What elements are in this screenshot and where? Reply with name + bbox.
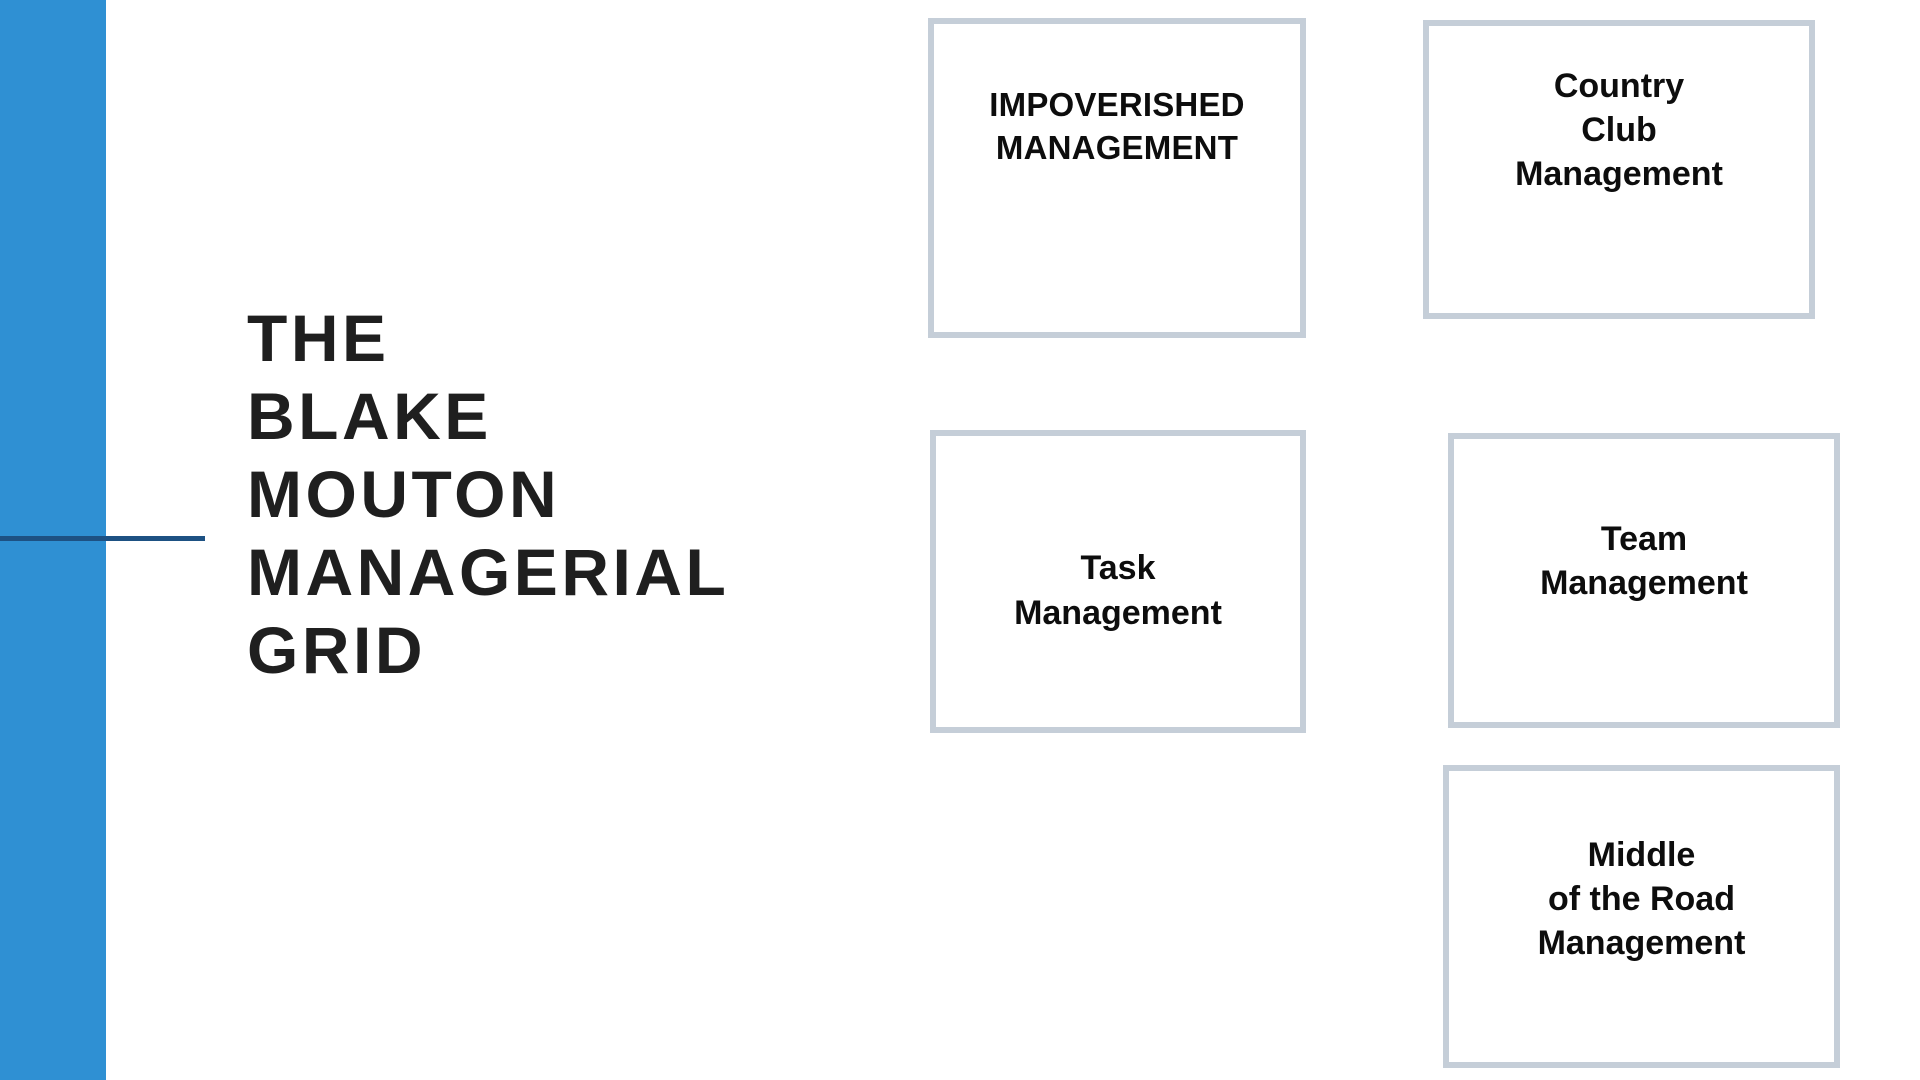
grid-box-task-management[interactable]: Task Management: [930, 430, 1306, 733]
grid-box-label: Task Management: [1014, 549, 1222, 632]
grid-box-label: Middle of the Road Management: [1537, 836, 1746, 963]
page-title: THE BLAKE MOUTON MANAGERIAL GRID: [247, 301, 730, 687]
grid-box-label: Country Club Management: [1515, 67, 1723, 194]
grid-box-middle-of-the-road-management[interactable]: Middle of the Road Management: [1443, 765, 1840, 1068]
title-accent-rule: [0, 536, 205, 541]
grid-box-country-club-management[interactable]: Country Club Management: [1423, 20, 1815, 319]
grid-box-team-management[interactable]: Team Management: [1448, 433, 1840, 728]
grid-box-label: Team Management: [1540, 520, 1748, 603]
grid-box-label: IMPOVERISHED MANAGEMENT: [989, 86, 1245, 166]
grid-box-impoverished-management[interactable]: IMPOVERISHED MANAGEMENT: [928, 18, 1306, 338]
